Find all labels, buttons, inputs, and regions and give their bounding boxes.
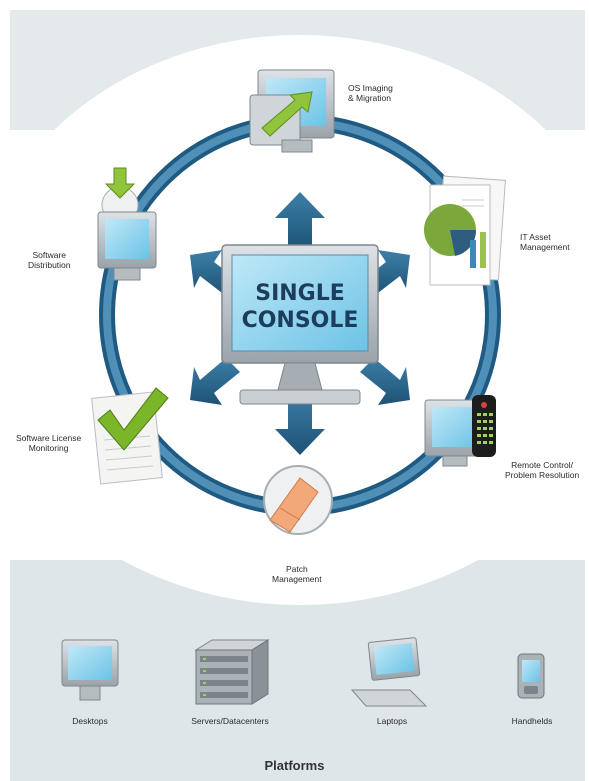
software-license-graphic: [91, 387, 169, 485]
remote-control-graphic: [424, 395, 496, 467]
label-it-asset: IT Asset Management: [520, 232, 570, 252]
label-software-distribution: Software Distribution: [28, 250, 71, 270]
desktop-graphic: [61, 639, 119, 701]
platform-laptops: Laptops: [376, 716, 408, 726]
central-monitor: [221, 244, 379, 405]
patch-graphic: [263, 465, 333, 535]
software-distribution-graphic: [97, 167, 157, 281]
os-imaging-graphic: [249, 69, 335, 153]
platform-desktops: Desktops: [72, 716, 108, 726]
center-line2: CONSOLE: [242, 308, 359, 333]
platform-servers: Servers/Datacenters: [191, 716, 269, 726]
label-remote-control: Remote Control/ Problem Resolution: [505, 460, 580, 480]
center-line1: SINGLE: [255, 281, 345, 306]
it-asset-graphic: [424, 175, 506, 286]
server-graphic: [194, 639, 270, 705]
label-patch: Patch Management: [272, 564, 322, 584]
platforms-title: Platforms: [264, 758, 325, 773]
label-os-imaging: OS Imaging & Migration: [348, 83, 393, 103]
label-software-license: Software License Monitoring: [16, 433, 82, 453]
handheld-graphic: [517, 653, 545, 699]
laptop-graphic: [350, 637, 428, 707]
platform-handhelds: Handhelds: [511, 716, 553, 726]
